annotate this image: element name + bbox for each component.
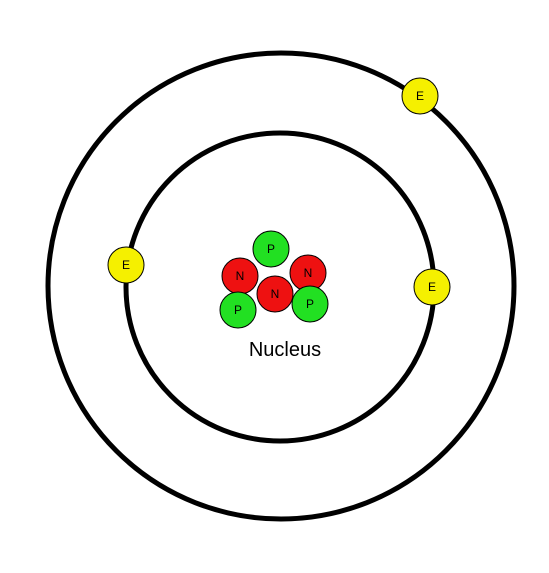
neutron-circle [256,275,294,313]
proton-top: P [252,230,290,268]
electron-circle [413,268,451,306]
proton-letter: P [234,303,242,317]
electron-outer-top-right: E [401,77,439,115]
electron-circle [401,77,439,115]
neutron-letter: N [304,266,313,280]
proton-letter: P [306,297,314,311]
nucleus-label: Nucleus [249,339,321,361]
electron-letter: E [122,258,130,272]
proton-circle [219,291,257,329]
electron-circle [107,246,145,284]
proton-bottom-right: P [291,285,329,323]
proton-bottom-left: P [219,291,257,329]
proton-letter: P [267,242,275,256]
outer-orbit [45,50,517,522]
electron-inner-left: E [107,246,145,284]
neutron-letter: N [271,287,280,301]
electron-letter: E [416,89,424,103]
proton-circle [252,230,290,268]
neutron-right: N [289,254,327,292]
neutron-left: N [221,257,259,295]
electron-inner-right: E [413,268,451,306]
proton-circle [291,285,329,323]
neutron-letter: N [236,269,245,283]
nucleus: P N N P P N [219,230,329,329]
electron-letter: E [428,280,436,294]
neutron-center: N [256,275,294,313]
